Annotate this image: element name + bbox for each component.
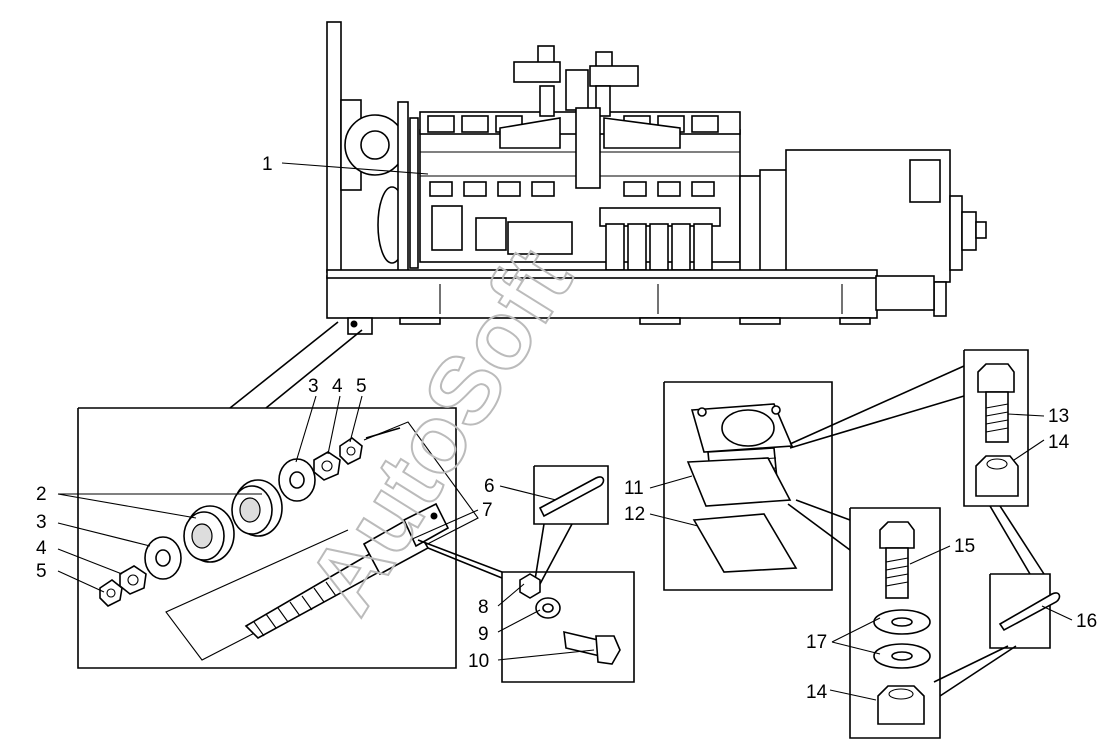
callout-6: 6 bbox=[484, 476, 495, 497]
callout-numbers: 1 2 3 4 5 3 4 5 6 7 8 9 10 11 12 13 14 1… bbox=[36, 154, 1097, 703]
callout-11: 11 bbox=[624, 478, 644, 499]
arrow-5-pointer bbox=[365, 427, 401, 439]
detail-d-leader-b bbox=[789, 395, 965, 449]
bolt-10-assembly bbox=[519, 476, 621, 665]
callout-5-left: 5 bbox=[36, 561, 47, 582]
cotter-16-leader-c bbox=[939, 645, 1017, 697]
detail-a-frame bbox=[77, 407, 457, 669]
callout-15: 15 bbox=[954, 536, 975, 557]
cotter-16-leader-a bbox=[989, 505, 1031, 575]
callout-7: 7 bbox=[482, 500, 493, 521]
callout-9: 9 bbox=[478, 624, 489, 645]
detail-a-leader-left bbox=[229, 321, 339, 409]
callout-10: 10 bbox=[468, 651, 489, 672]
cotter-link-a bbox=[533, 523, 545, 587]
callout-8: 8 bbox=[478, 597, 489, 618]
callout-17: 17 bbox=[806, 632, 827, 653]
engine-generator-assembly bbox=[326, 21, 987, 335]
callout-2: 2 bbox=[36, 484, 47, 505]
callout-14-top: 14 bbox=[1048, 432, 1070, 453]
callout-4-left: 4 bbox=[36, 538, 47, 559]
callout-12: 12 bbox=[624, 504, 645, 525]
callout-3-left: 3 bbox=[36, 512, 47, 533]
callout-4-top: 4 bbox=[332, 376, 343, 397]
bolt-13-assembly bbox=[975, 363, 1019, 497]
callout-1: 1 bbox=[262, 154, 273, 175]
callout-3-top: 3 bbox=[308, 376, 319, 397]
detail-e-leader-b bbox=[795, 499, 851, 521]
detail-e-leader-a bbox=[787, 503, 851, 551]
callout-5-top: 5 bbox=[356, 376, 367, 397]
cotter-16-leader-b bbox=[999, 505, 1045, 575]
mount-bolt-assembly bbox=[99, 421, 479, 661]
detail-d-frame bbox=[963, 349, 1029, 507]
detail-b-leader-b bbox=[417, 539, 503, 573]
callout-leaders bbox=[57, 162, 1073, 701]
detail-d-leader-a bbox=[789, 365, 965, 445]
detail-a-leader-right bbox=[265, 329, 363, 409]
callout-14-bottom: 14 bbox=[806, 682, 828, 703]
exhaust-elbow-assembly bbox=[686, 403, 798, 573]
detail-b-frame bbox=[501, 465, 635, 683]
callout-13: 13 bbox=[1048, 406, 1069, 427]
cotter-16-leader-d bbox=[933, 645, 1009, 683]
bolt-15-assembly bbox=[873, 521, 1061, 725]
cotter-link-b bbox=[539, 523, 573, 585]
detail-b-leader-a bbox=[427, 547, 503, 579]
callout-16: 16 bbox=[1076, 611, 1097, 632]
detail-c-frame bbox=[663, 381, 833, 591]
